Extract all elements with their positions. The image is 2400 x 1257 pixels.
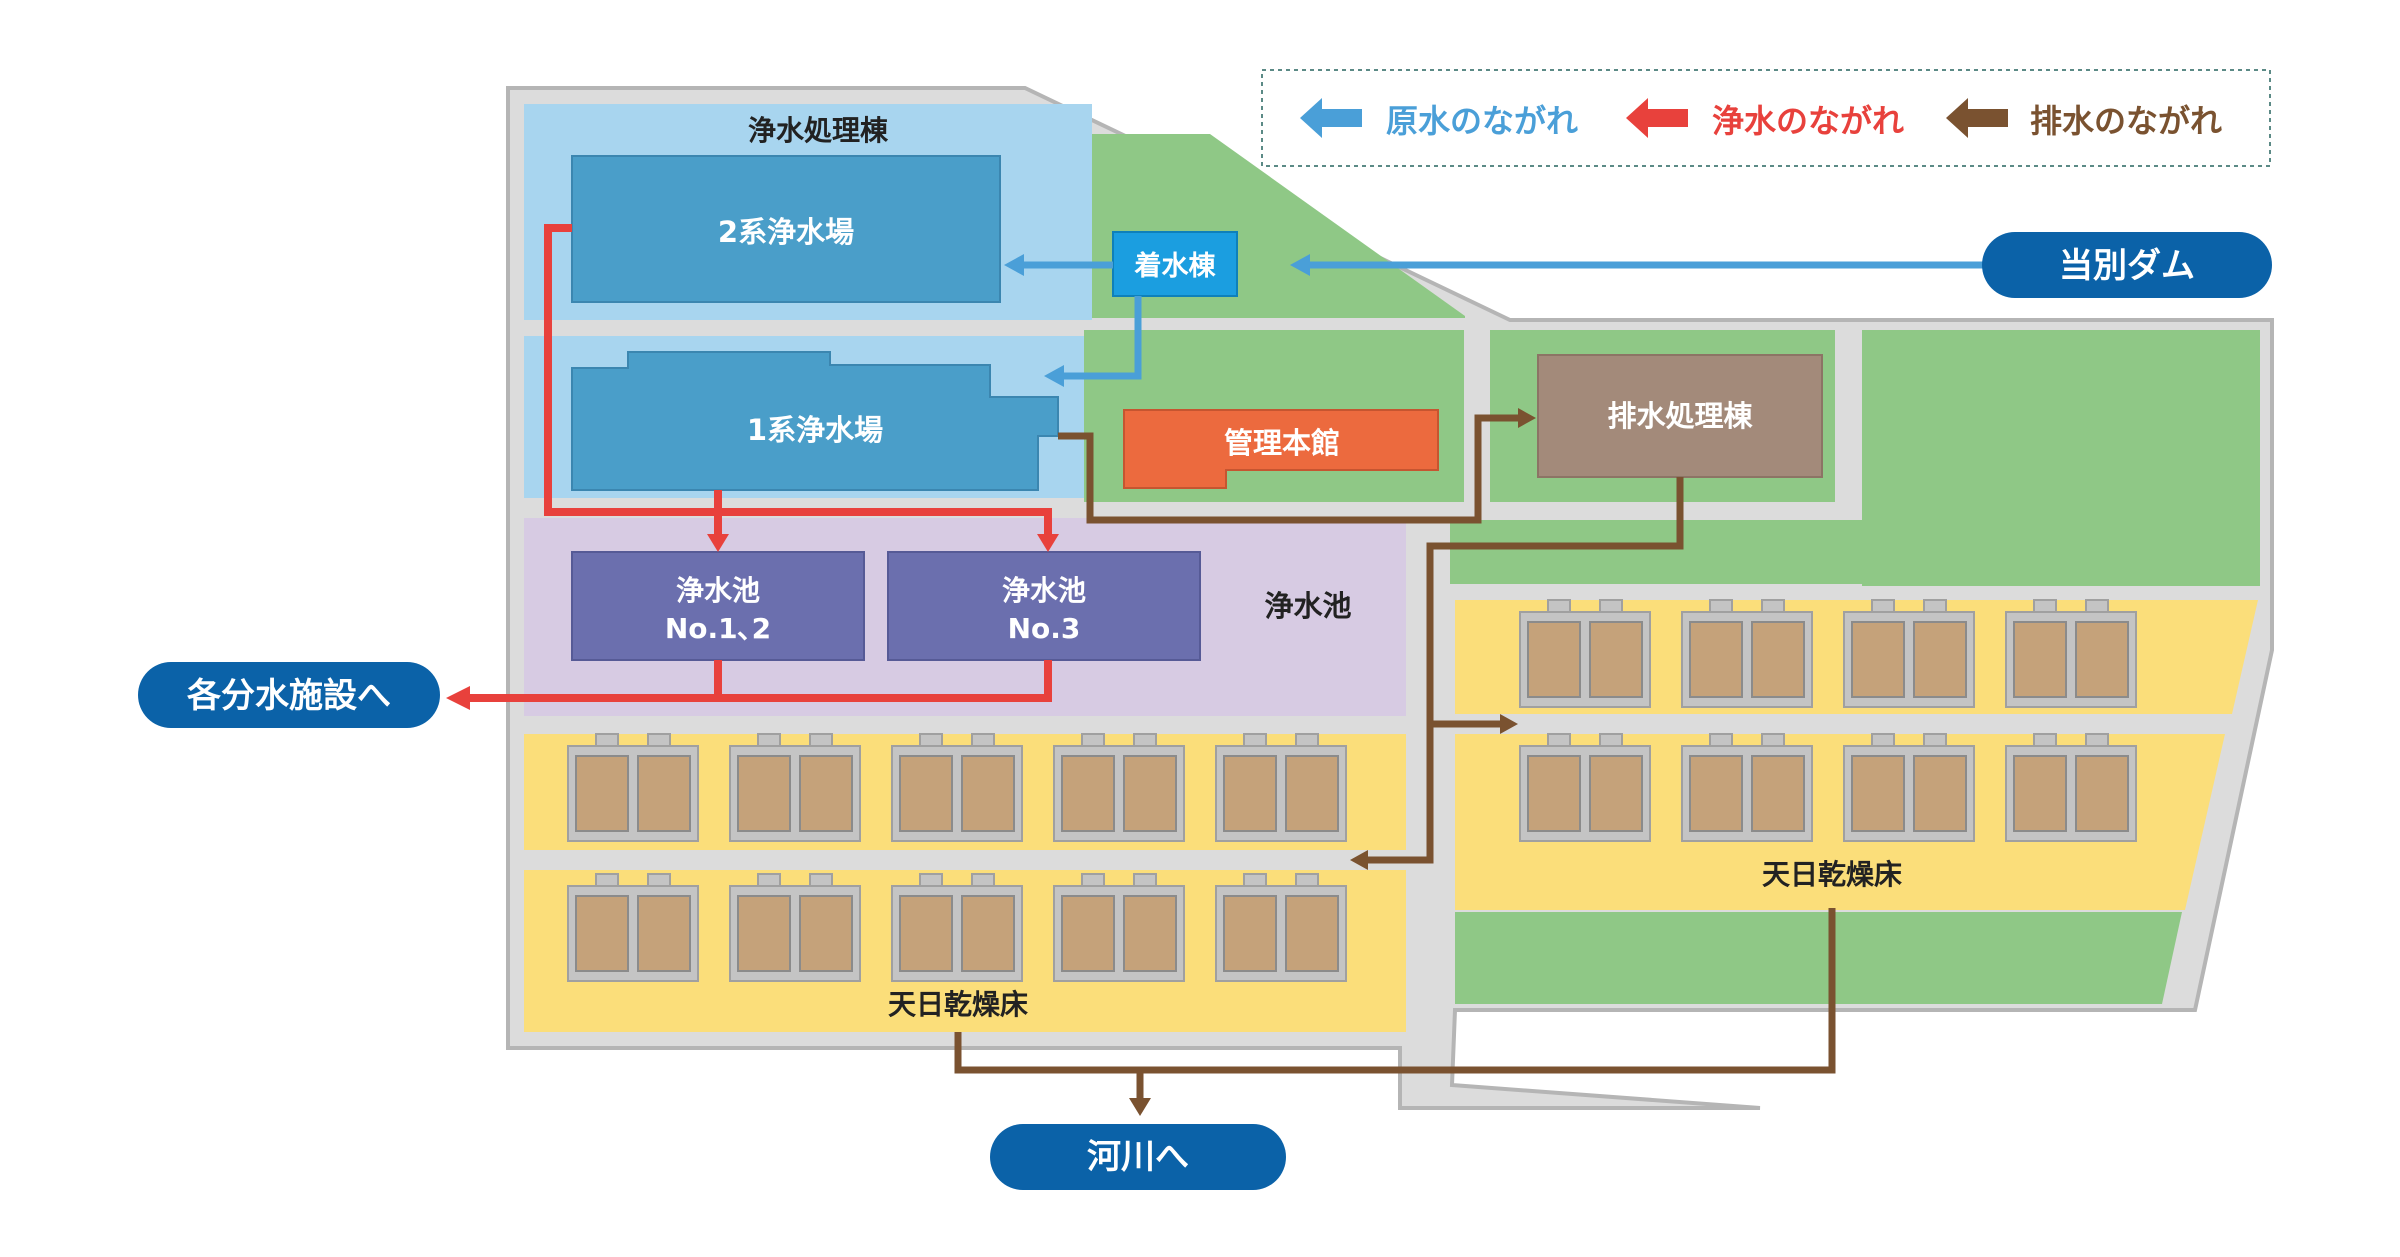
green-area-southeast (1455, 912, 2182, 1004)
distribution-badge[interactable] (138, 662, 440, 728)
green-area-east (1862, 330, 2260, 586)
clean-water-flow (468, 224, 1052, 702)
admin-building[interactable] (1123, 409, 1439, 489)
pond-12-label-line1: 浄水池 (676, 574, 760, 607)
pond-area-label: 浄水池 (1264, 589, 1351, 623)
admin-building-label: 管理本館 (1224, 426, 1340, 460)
legend-raw-water-label: 原水のながれ (1386, 102, 1578, 140)
drying-bed-left-label: 天日乾燥床 (888, 988, 1028, 1021)
pond-3-label-line2: No.3 (1008, 612, 1081, 645)
raw-water-flow (1020, 261, 1990, 380)
legend-box (1261, 69, 2271, 167)
intake-building-label: 着水棟 (1134, 250, 1217, 282)
dam-label: 当別ダム (2059, 246, 2195, 286)
raw-water-arrowheads (1004, 254, 1310, 387)
plant2-building[interactable] (571, 155, 1001, 303)
legend-clean-water-label: 浄水のながれ (1712, 102, 1904, 140)
river-badge[interactable] (990, 1124, 1286, 1190)
drying-bed-right-label: 天日乾燥床 (1762, 858, 1902, 891)
drain-building[interactable] (1537, 354, 1823, 478)
pond-12-label-line2: No.1､2 (665, 612, 771, 645)
treatment-building-label: 浄水処理棟 (748, 114, 889, 147)
drain-building-label: 排水処理棟 (1607, 399, 1753, 433)
plant1-label: 1系浄水場 (747, 413, 883, 447)
legend-drain-water-arrow-icon (1946, 98, 2008, 138)
pond-12[interactable] (571, 551, 865, 661)
plant2-label: 2系浄水場 (718, 215, 854, 249)
legend-clean-water-arrow-icon (1626, 98, 1688, 138)
legend-drain-water-label: 排水のながれ (2030, 102, 2222, 140)
legend-raw-water-arrow-icon (1300, 98, 1362, 138)
pond-3[interactable] (887, 551, 1201, 661)
pond-3-label-line1: 浄水池 (1002, 574, 1086, 607)
drain-water-arrowheads (1129, 408, 1536, 1116)
clean-water-arrowheads (446, 534, 1059, 710)
distribution-label: 各分水施設へ (187, 676, 391, 716)
intake-building[interactable] (1112, 231, 1238, 297)
river-label: 河川へ (1087, 1137, 1189, 1177)
dam-badge[interactable] (1982, 232, 2272, 298)
drain-water-flow (954, 414, 1836, 1100)
